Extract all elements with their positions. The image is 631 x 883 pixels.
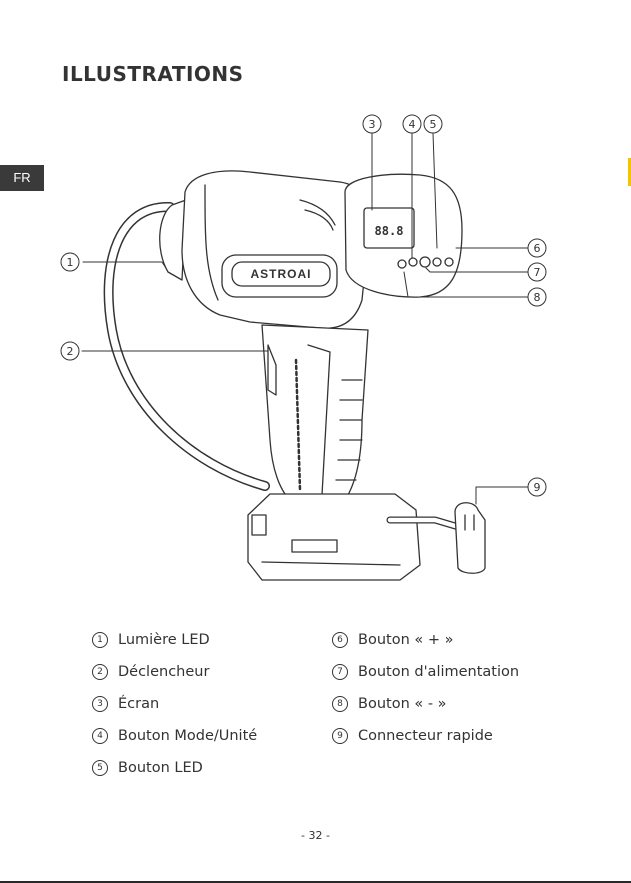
legend-number: 6 xyxy=(332,632,348,648)
legend-label: Déclencheur xyxy=(118,664,209,680)
page-number: - 32 - xyxy=(0,829,631,842)
legend-label: Bouton d'alimentation xyxy=(358,664,519,680)
svg-text:8: 8 xyxy=(534,291,541,304)
svg-text:6: 6 xyxy=(534,242,541,255)
svg-text:2: 2 xyxy=(67,345,74,358)
battery-base xyxy=(248,494,420,580)
callout-5: 5 xyxy=(424,115,442,133)
legend-item-1: 1 Lumière LED xyxy=(92,632,210,648)
callout-8: 8 xyxy=(528,288,546,306)
legend-number: 3 xyxy=(92,696,108,712)
legend-label: Bouton LED xyxy=(118,760,203,776)
legend-label: Connecteur rapide xyxy=(358,728,493,744)
legend-number: 5 xyxy=(92,760,108,776)
svg-text:3: 3 xyxy=(369,118,376,131)
svg-text:1: 1 xyxy=(67,256,74,269)
display-reading: 88.8 xyxy=(375,224,404,238)
svg-text:5: 5 xyxy=(430,118,437,131)
callout-1: 1 xyxy=(61,253,79,271)
callout-4: 4 xyxy=(403,115,421,133)
legend-number: 2 xyxy=(92,664,108,680)
legend-number: 1 xyxy=(92,632,108,648)
callout-2: 2 xyxy=(61,342,79,360)
legend-number: 4 xyxy=(92,728,108,744)
svg-text:4: 4 xyxy=(409,118,416,131)
product-illustration: ASTROAI 88.8 1 2 3 4 5 6 7 8 9 xyxy=(0,0,631,620)
legend-item-2: 2 Déclencheur xyxy=(92,664,209,680)
display-housing xyxy=(345,174,462,297)
callout-9: 9 xyxy=(528,478,546,496)
legend-number: 9 xyxy=(332,728,348,744)
callout-7: 7 xyxy=(528,263,546,281)
legend-item-3: 3 Écran xyxy=(92,696,159,712)
legend-label: Bouton « + » xyxy=(358,632,453,648)
legend-item-4: 4 Bouton Mode/Unité xyxy=(92,728,257,744)
callout-3: 3 xyxy=(363,115,381,133)
legend-number: 8 xyxy=(332,696,348,712)
legend-label: Bouton Mode/Unité xyxy=(118,728,257,744)
callout-6: 6 xyxy=(528,239,546,257)
legend-item-8: 8 Bouton « - » xyxy=(332,696,447,712)
legend-label: Écran xyxy=(118,696,159,712)
callout-line-1 xyxy=(83,262,166,268)
legend-label: Bouton « - » xyxy=(358,696,447,712)
device-brand-text: ASTROAI xyxy=(251,267,312,281)
svg-text:9: 9 xyxy=(534,481,541,494)
device-handle xyxy=(262,325,368,500)
legend-item-9: 9 Connecteur rapide xyxy=(332,728,493,744)
svg-text:7: 7 xyxy=(534,266,541,279)
legend-item-7: 7 Bouton d'alimentation xyxy=(332,664,519,680)
legend-number: 7 xyxy=(332,664,348,680)
legend-label: Lumière LED xyxy=(118,632,210,648)
legend-item-5: 5 Bouton LED xyxy=(92,760,203,776)
device-body xyxy=(182,171,370,328)
callout-line-9 xyxy=(476,487,528,504)
legend-item-6: 6 Bouton « + » xyxy=(332,632,453,648)
quick-connector-shape xyxy=(455,503,485,574)
